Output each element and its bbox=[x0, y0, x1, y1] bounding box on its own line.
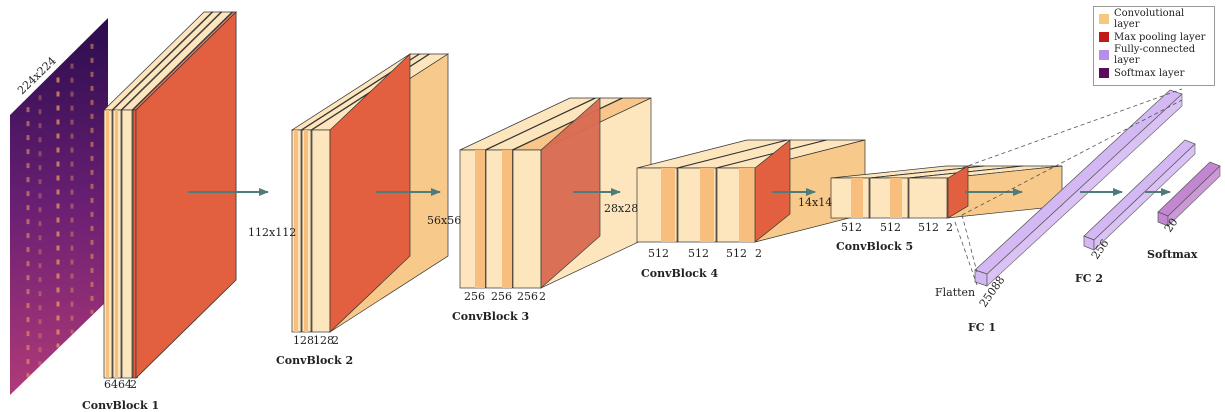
slab-front bbox=[132, 109, 137, 379]
fc2-name: FC 2 bbox=[1075, 272, 1103, 285]
fc1-bar bbox=[974, 89, 1183, 287]
block-name-3: ConvBlock 3 bbox=[452, 310, 529, 323]
slab-band bbox=[502, 150, 512, 288]
legend-label: Softmax layer bbox=[1114, 67, 1185, 79]
channel-label: 512 bbox=[918, 221, 939, 234]
slab-band bbox=[890, 178, 902, 218]
input-spectrogram bbox=[10, 18, 108, 395]
block5-conv-3 bbox=[908, 165, 1063, 219]
channel-label: 2 bbox=[539, 290, 546, 303]
slab-band bbox=[851, 178, 863, 218]
channel-label: 512 bbox=[841, 221, 862, 234]
channel-label: 128 bbox=[293, 334, 314, 347]
resolution-label-28: 28x28 bbox=[604, 202, 638, 215]
projection-lines bbox=[954, 88, 1183, 286]
block3-pool-face bbox=[540, 97, 601, 289]
slab-band bbox=[661, 168, 675, 242]
slab-front bbox=[908, 177, 948, 219]
slab-band bbox=[294, 130, 298, 332]
slab-front bbox=[121, 109, 133, 379]
legend-item-fc: Fully-connected layer bbox=[1099, 44, 1209, 66]
legend-swatch bbox=[1099, 32, 1109, 42]
fc-layers bbox=[974, 89, 1221, 287]
channel-label: 2 bbox=[755, 247, 762, 260]
channel-label: 512 bbox=[688, 247, 709, 260]
block2-pool-face bbox=[329, 53, 411, 333]
resolution-label-14: 14x14 bbox=[798, 196, 832, 209]
channel-label: 512 bbox=[648, 247, 669, 260]
channel-label: 64 bbox=[118, 378, 132, 391]
slab-band bbox=[700, 168, 714, 242]
channel-labels-block2: 128 128 2 bbox=[293, 334, 339, 347]
channel-label: 2 bbox=[130, 378, 137, 391]
channel-label: 64 bbox=[104, 378, 118, 391]
flatten-label: Flatten bbox=[935, 286, 975, 299]
channel-label: 128 bbox=[313, 334, 334, 347]
legend-swatch bbox=[1099, 14, 1109, 24]
legend-swatch bbox=[1099, 50, 1109, 60]
channel-labels-block5: 512 512 512 2 bbox=[841, 221, 953, 234]
channel-label: 256 bbox=[464, 290, 485, 303]
conv-blocks-layer bbox=[103, 11, 1063, 379]
channel-label: 512 bbox=[726, 247, 747, 260]
block1-pool-face bbox=[135, 11, 237, 379]
legend-label: Max pooling layer bbox=[1114, 31, 1206, 43]
legend-item-pool: Max pooling layer bbox=[1099, 28, 1209, 46]
channel-labels-block3: 256 256 256 2 bbox=[464, 290, 546, 303]
legend-label: Fully-connected layer bbox=[1114, 44, 1196, 66]
legend: Convolutional layer Max pooling layer Fu… bbox=[1093, 6, 1215, 86]
legend-swatch bbox=[1099, 68, 1109, 78]
legend-label: Convolutional layer bbox=[1114, 8, 1185, 30]
slab-front bbox=[869, 177, 909, 219]
softmax-bar bbox=[1157, 161, 1221, 227]
bar-side bbox=[1093, 143, 1196, 251]
legend-item-softmax: Softmax layer bbox=[1099, 64, 1209, 82]
resolution-label-56: 56x56 bbox=[427, 214, 461, 227]
slab-band bbox=[739, 168, 755, 242]
fc2-bar bbox=[1083, 139, 1196, 251]
channel-labels-block4: 512 512 512 2 bbox=[648, 247, 762, 260]
slab-band bbox=[115, 110, 118, 378]
slab-band bbox=[106, 110, 109, 378]
block-name-5: ConvBlock 5 bbox=[836, 240, 913, 253]
channel-label: 2 bbox=[332, 334, 339, 347]
fc1-name: FC 1 bbox=[968, 321, 996, 334]
legend-item-conv: Convolutional layer bbox=[1099, 8, 1209, 30]
resolution-label-112: 112x112 bbox=[248, 226, 296, 239]
softmax-name: Softmax bbox=[1147, 248, 1198, 261]
slab-front bbox=[311, 129, 331, 333]
channel-label: 256 bbox=[517, 290, 538, 303]
block-name-2: ConvBlock 2 bbox=[276, 354, 353, 367]
slab-front bbox=[830, 177, 870, 219]
slab-front bbox=[512, 149, 542, 289]
slab-band bbox=[475, 150, 485, 288]
channel-label: 2 bbox=[946, 221, 953, 234]
bar-side bbox=[986, 93, 1183, 287]
block5-pool-face bbox=[947, 165, 969, 219]
channel-label: 512 bbox=[880, 221, 901, 234]
channel-label: 256 bbox=[491, 290, 512, 303]
block-name-1: ConvBlock 1 bbox=[82, 399, 159, 412]
channel-labels-block1: 64 64 2 bbox=[104, 378, 137, 391]
slab-band bbox=[304, 130, 308, 332]
spectrogram-texture bbox=[26, 43, 94, 378]
bar-side bbox=[1167, 165, 1221, 227]
block-name-4: ConvBlock 4 bbox=[641, 267, 718, 280]
